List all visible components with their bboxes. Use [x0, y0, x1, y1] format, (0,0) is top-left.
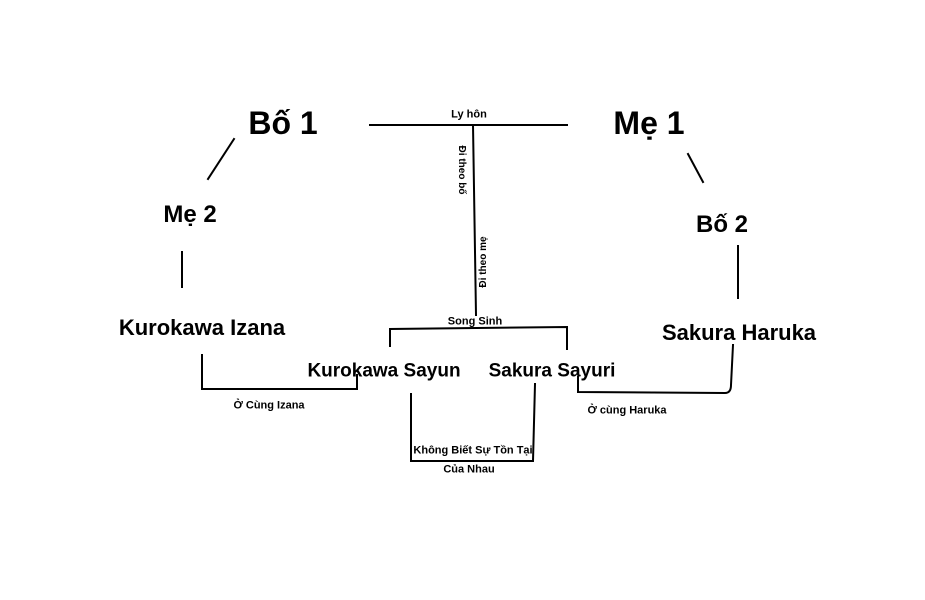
with-mother-label: Đi theo mẹ — [478, 236, 489, 288]
unaware-label-line1: Không Biết Sự Tồn Tại — [413, 444, 533, 457]
mother1-node: Mẹ 1 — [613, 105, 685, 141]
haruka-node: Sakura Haruka — [661, 320, 817, 345]
divorce-label: Ly hôn — [451, 108, 487, 121]
unaware-bracket — [410, 382, 537, 462]
custody-line — [471, 123, 478, 317]
twins-bracket — [389, 325, 568, 350]
haruka-sayuri-bracket — [577, 343, 735, 395]
with-izana-label: Ở Cùng Izana — [233, 399, 305, 412]
unaware-label-line2: Của Nhau — [443, 463, 495, 476]
with-haruka-label: Ở cùng Haruka — [587, 404, 667, 417]
mother2-node: Mẹ 2 — [163, 201, 217, 228]
izana-node: Kurokawa Izana — [118, 315, 286, 340]
sayun-node: Kurokawa Sayun — [307, 360, 461, 382]
sayuri-node: Sakura Sayuri — [488, 360, 616, 382]
father1-node: Bố 1 — [248, 105, 318, 141]
father2-node: Bố 2 — [695, 211, 749, 238]
father1-mother2-line — [206, 137, 236, 181]
mother1-father2-line — [686, 152, 705, 184]
twins-label: Song Sinh — [447, 315, 503, 328]
with-father-label: Đi theo bố — [456, 145, 467, 195]
izana-sayun-bracket — [201, 354, 358, 390]
